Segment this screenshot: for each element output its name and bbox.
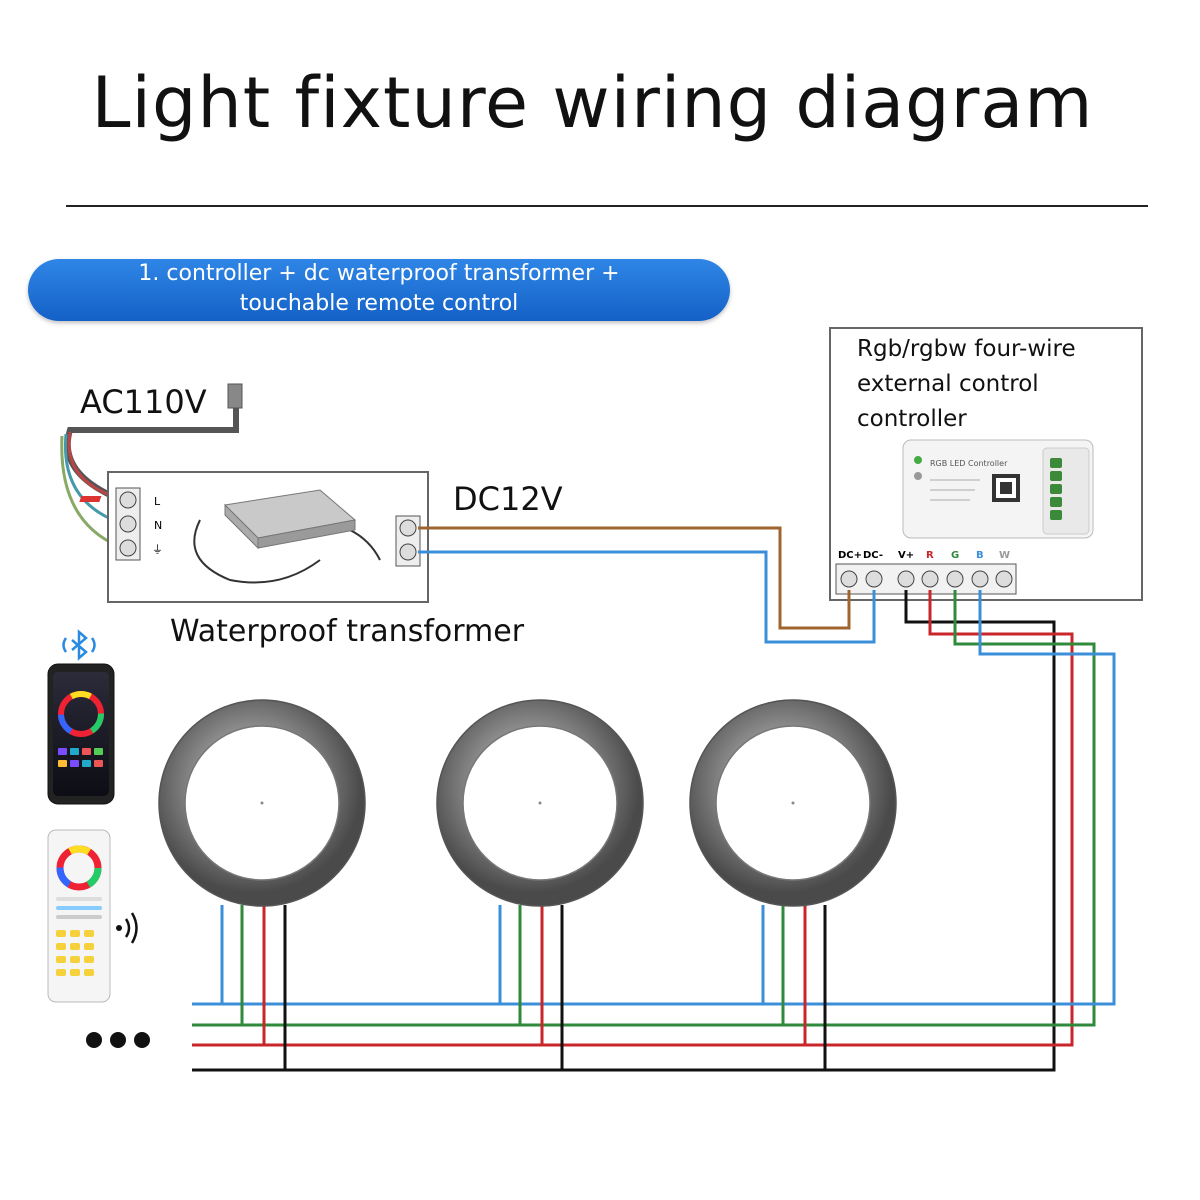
- terminal-n: N: [154, 519, 162, 532]
- remote-control-image: [47, 829, 111, 1003]
- terminal-v-plus: V+: [898, 550, 914, 561]
- terminal-ground: ⏚: [152, 543, 163, 556]
- smartphone-app-image: [47, 663, 115, 805]
- terminal-dc-plus: DC+: [838, 550, 862, 561]
- terminal-b: B: [976, 550, 984, 561]
- dc-wires: [418, 526, 876, 644]
- transformer-box: L N ⏚: [79, 471, 429, 603]
- controller-terminal-block: DC+ DC- V+ R G B W: [835, 550, 1017, 595]
- banner-line-1: 1. controller + dc waterproof transforme…: [138, 261, 620, 286]
- ac-input-cable: [60, 383, 243, 548]
- terminal-l: L: [154, 495, 161, 508]
- dc-voltage-label: DC12V: [453, 480, 563, 518]
- ac-voltage-label: AC110V: [80, 383, 207, 421]
- ac-terminal-block: L N ⏚: [115, 487, 163, 561]
- light-fixture-1: [158, 699, 366, 907]
- controller-device-image: RGB LED Controller: [902, 439, 1094, 539]
- banner-line-2: touchable remote control: [239, 291, 519, 316]
- terminal-r: R: [926, 550, 934, 561]
- bluetooth-icon: [62, 629, 96, 661]
- light-fixture-2: [436, 699, 644, 907]
- controller-device-label: RGB LED Controller: [930, 459, 1008, 468]
- wireless-signal-icon: [116, 912, 138, 944]
- output-bus-wires: [192, 590, 1116, 1072]
- controller-label: Rgb/rgbw four-wire external control cont…: [857, 336, 1076, 432]
- fixture-drop-wires: [220, 905, 827, 1070]
- transformer-unit-image: [79, 489, 381, 584]
- dc-terminal-block: [395, 515, 421, 567]
- title-divider: [66, 205, 1148, 207]
- page-title: Light fixture wiring diagram: [91, 62, 1094, 144]
- terminal-w: W: [999, 550, 1010, 561]
- light-fixture-3: [689, 699, 897, 907]
- more-options-icon: [86, 1032, 150, 1048]
- terminal-dc-minus: DC-: [863, 550, 883, 561]
- transformer-label: Waterproof transformer: [170, 614, 525, 649]
- option-banner: 1. controller + dc waterproof transforme…: [28, 259, 730, 321]
- controller-box: RGB LED Controller DC+ DC- V+ R G B W: [829, 327, 1143, 601]
- terminal-g: G: [951, 550, 959, 561]
